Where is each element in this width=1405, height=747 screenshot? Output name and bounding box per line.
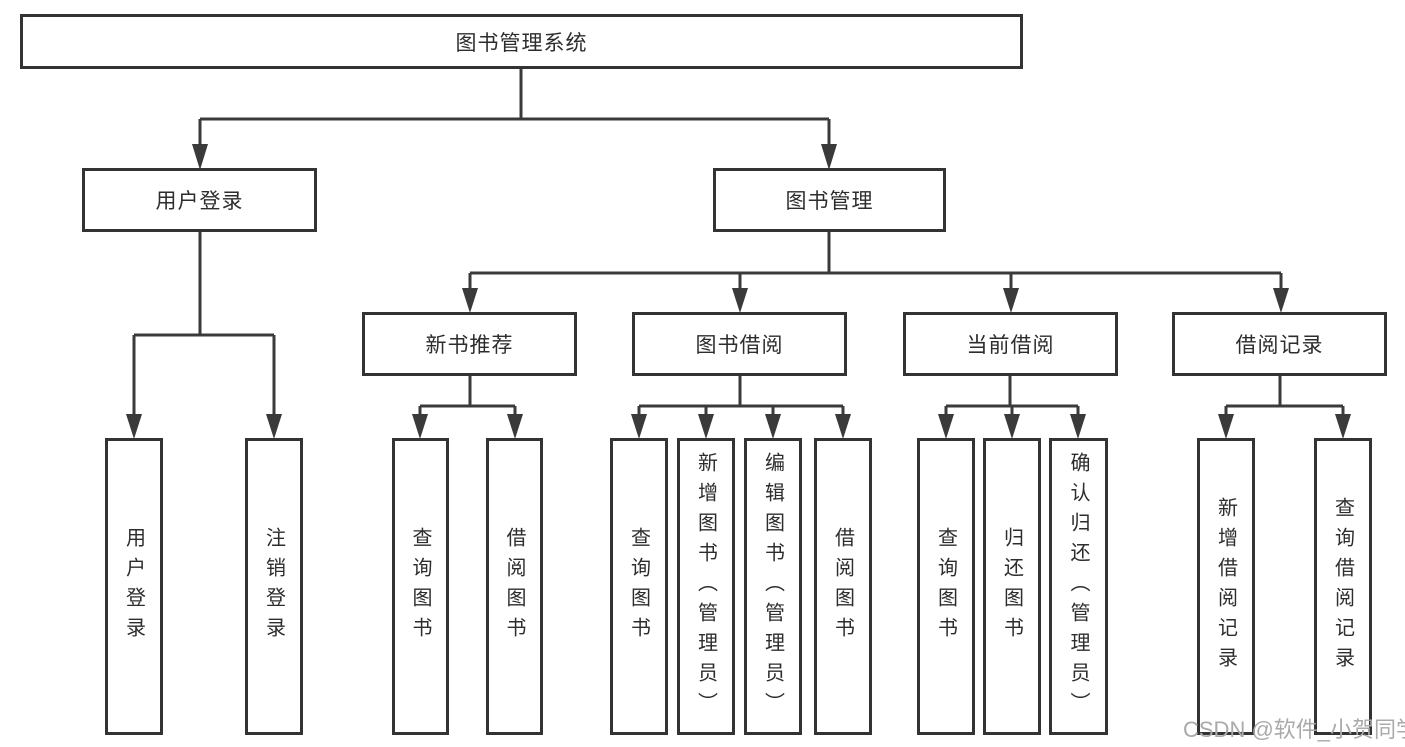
leaf-confirm-return-admin: 确认归还（管理员） xyxy=(1049,438,1108,735)
node-book-borrowing: 图书借阅 xyxy=(632,312,847,376)
leaf-add-borrow-record-label: 新增借阅记录 xyxy=(1214,496,1237,677)
node-new-book-recommend-label: 新书推荐 xyxy=(425,334,514,357)
leaf-query-books-3: 查询图书 xyxy=(917,438,975,735)
node-user-login: 用户登录 xyxy=(82,168,317,232)
node-root-label: 图书管理系统 xyxy=(455,31,588,55)
leaf-query-borrow-record: 查询借阅记录 xyxy=(1314,438,1372,735)
leaf-borrow-books-1: 借阅图书 xyxy=(486,438,543,735)
leaf-query-books-1: 查询图书 xyxy=(392,438,449,735)
leaf-user-login-label: 用户登录 xyxy=(122,526,145,647)
node-new-book-recommend: 新书推荐 xyxy=(362,312,577,376)
leaf-add-book-admin-label: 新增图书（管理员） xyxy=(694,451,717,722)
leaf-edit-book-admin: 编辑图书（管理员） xyxy=(744,438,802,735)
leaf-return-books-label: 归还图书 xyxy=(1000,526,1023,647)
node-book-management-label: 图书管理 xyxy=(785,190,874,213)
leaf-logout-label: 注销登录 xyxy=(262,526,285,647)
leaf-borrow-books-2-label: 借阅图书 xyxy=(831,526,854,647)
leaf-edit-book-admin-label: 编辑图书（管理员） xyxy=(761,451,784,722)
leaf-confirm-return-admin-label: 确认归还（管理员） xyxy=(1067,451,1089,722)
node-current-borrowing-label: 当前借阅 xyxy=(966,334,1055,357)
node-root: 图书管理系统 xyxy=(20,14,1023,69)
watermark: CSDN @软件_小贺同学 xyxy=(1183,717,1405,742)
leaf-add-borrow-record: 新增借阅记录 xyxy=(1197,438,1255,735)
leaf-logout: 注销登录 xyxy=(245,438,303,735)
leaf-borrow-books-1-label: 借阅图书 xyxy=(503,526,525,647)
node-book-borrowing-label: 图书借阅 xyxy=(695,334,784,357)
leaf-query-books-2-label: 查询图书 xyxy=(627,526,650,647)
node-current-borrowing: 当前借阅 xyxy=(903,312,1118,376)
leaf-query-books-2: 查询图书 xyxy=(610,438,668,735)
leaf-borrow-books-2: 借阅图书 xyxy=(814,438,872,735)
node-book-management: 图书管理 xyxy=(713,168,946,232)
leaf-return-books: 归还图书 xyxy=(983,438,1041,735)
leaf-query-books-1-label: 查询图书 xyxy=(409,526,431,647)
node-user-login-label: 用户登录 xyxy=(155,190,244,213)
leaf-add-book-admin: 新增图书（管理员） xyxy=(677,438,735,735)
leaf-query-books-3-label: 查询图书 xyxy=(934,526,957,647)
leaf-query-borrow-record-label: 查询借阅记录 xyxy=(1331,496,1354,677)
leaf-user-login: 用户登录 xyxy=(105,438,163,735)
node-borrowing-records: 借阅记录 xyxy=(1172,312,1387,376)
node-borrowing-records-label: 借阅记录 xyxy=(1235,334,1324,357)
